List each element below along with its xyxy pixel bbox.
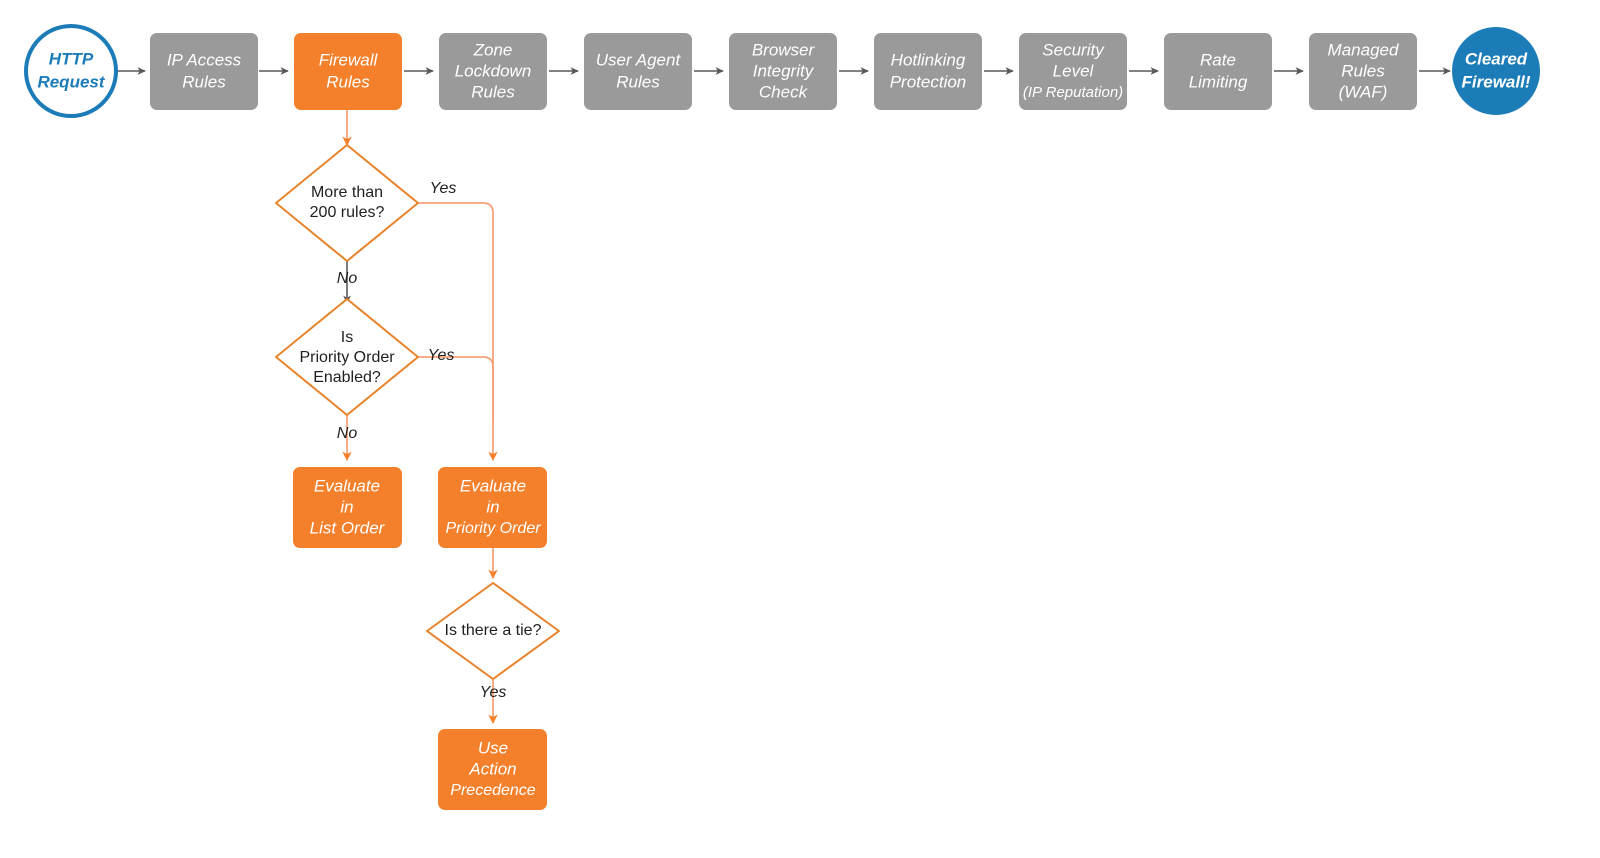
cleared-firewall-label-line-1: Cleared <box>1465 49 1528 68</box>
firewall-rules-label-line-1: Firewall <box>319 50 379 69</box>
zone-lockdown-rules-label-line-2: Lockdown <box>455 61 532 80</box>
evaluate-in-list-order-label-line-1: Evaluate <box>314 476 380 495</box>
managed-rules-waf-box <box>1309 33 1417 110</box>
edge-label-priority-order-yes: Yes <box>428 347 455 364</box>
managed-rules-waf-label-line-2: Rules <box>1341 61 1385 80</box>
connector-more-than-200-yes-to-evaluate-priority-order <box>418 202 498 461</box>
node-firewall-rules[interactable]: Firewall Rules <box>294 33 402 110</box>
cleared-firewall-label-line-2: Firewall! <box>1462 72 1531 91</box>
user-agent-rules-label-line-1: User Agent <box>596 50 682 69</box>
firewall-rules-box <box>294 33 402 110</box>
connector-priority-order-yes-to-trunk <box>418 356 494 420</box>
evaluate-in-priority-order-label-line-2: in <box>486 497 499 516</box>
security-level-label-line-3: (IP Reputation) <box>1023 84 1123 101</box>
evaluate-in-priority-order-label-line-3: Priority Order <box>445 520 541 537</box>
user-agent-rules-box <box>584 33 692 110</box>
browser-integrity-check-box <box>729 33 837 110</box>
edge-label-priority-order-no: No <box>337 425 358 442</box>
hotlinking-protection-label-line-1: Hotlinking <box>891 50 966 69</box>
node-more-than-200-rules[interactable]: More than 200 rules? <box>275 144 419 262</box>
use-action-precedence-label-line-1: Use <box>478 738 508 757</box>
node-cleared-firewall[interactable]: Cleared Firewall! <box>1452 27 1540 115</box>
node-evaluate-in-priority-order[interactable]: Evaluate in Priority Order <box>438 467 547 548</box>
node-managed-rules-waf[interactable]: Managed Rules (WAF) <box>1309 33 1417 110</box>
http-request-circle <box>24 24 118 118</box>
browser-integrity-check-label-line-1: Browser <box>752 40 816 59</box>
security-level-box <box>1019 33 1127 110</box>
node-is-there-a-tie[interactable]: Is there a tie? <box>426 582 560 680</box>
node-hotlinking-protection[interactable]: Hotlinking Protection <box>874 33 982 110</box>
edge-label-more-than-200-yes: Yes <box>430 180 457 197</box>
evaluate-in-list-order-label-line-3: List Order <box>310 518 386 537</box>
use-action-precedence-label-line-2: Action <box>468 759 516 778</box>
node-ip-access-rules[interactable]: IP Access Rules <box>150 33 258 110</box>
rate-limiting-label-line-2: Limiting <box>1189 72 1248 91</box>
branch-connectors <box>342 110 498 724</box>
more-than-200-rules-label-line-2: 200 rules? <box>310 204 385 221</box>
zone-lockdown-rules-label-line-1: Zone <box>473 40 513 59</box>
node-zone-lockdown-rules[interactable]: Zone Lockdown Rules <box>439 33 547 110</box>
node-browser-integrity-check[interactable]: Browser Integrity Check <box>729 33 837 110</box>
rate-limiting-box <box>1164 33 1272 110</box>
use-action-precedence-box <box>438 729 547 810</box>
hotlinking-protection-box <box>874 33 982 110</box>
evaluate-in-list-order-label-line-2: in <box>340 497 353 516</box>
evaluate-in-priority-order-box <box>438 467 547 548</box>
is-priority-order-enabled-label-line-3: Enabled? <box>313 369 381 386</box>
zone-lockdown-rules-box <box>439 33 547 110</box>
node-http-request[interactable]: HTTP Request <box>24 24 118 118</box>
browser-integrity-check-label-line-2: Integrity <box>753 61 815 80</box>
node-user-agent-rules[interactable]: User Agent Rules <box>584 33 692 110</box>
browser-integrity-check-label-line-3: Check <box>759 82 809 101</box>
is-there-a-tie-label-line-1: Is there a tie? <box>445 622 542 639</box>
more-than-200-rules-label-line-1: More than <box>311 184 383 201</box>
node-is-priority-order-enabled[interactable]: Is Priority Order Enabled? <box>275 298 419 416</box>
evaluate-in-list-order-box <box>293 467 402 548</box>
node-security-level[interactable]: Security Level (IP Reputation) <box>1019 33 1127 110</box>
hotlinking-protection-label-line-2: Protection <box>890 72 967 91</box>
firewall-rules-label-line-2: Rules <box>326 72 370 91</box>
http-request-label-line-1: HTTP <box>49 49 94 68</box>
is-priority-order-enabled-label-line-2: Priority Order <box>299 349 395 366</box>
edge-labels: Yes No Yes No Yes <box>337 180 507 701</box>
zone-lockdown-rules-label-line-3: Rules <box>471 82 515 101</box>
security-level-label-line-2: Level <box>1053 61 1095 80</box>
rate-limiting-label-line-1: Rate <box>1200 50 1236 69</box>
ip-access-rules-label-line-2: Rules <box>182 72 226 91</box>
managed-rules-waf-label-line-3: (WAF) <box>1339 82 1388 101</box>
security-level-label-line-1: Security <box>1042 40 1105 59</box>
edge-label-more-than-200-no: No <box>337 270 358 287</box>
edge-label-is-there-a-tie-yes: Yes <box>480 684 507 701</box>
managed-rules-waf-label-line-1: Managed <box>1328 40 1399 59</box>
user-agent-rules-label-line-2: Rules <box>616 72 660 91</box>
is-there-a-tie-diamond <box>426 582 560 680</box>
node-use-action-precedence[interactable]: Use Action Precedence <box>438 729 547 810</box>
node-evaluate-in-list-order[interactable]: Evaluate in List Order <box>293 467 402 548</box>
cleared-firewall-circle <box>1452 27 1540 115</box>
ip-access-rules-box <box>150 33 258 110</box>
evaluate-in-priority-order-label-line-1: Evaluate <box>460 476 526 495</box>
is-priority-order-enabled-label-line-1: Is <box>341 329 353 346</box>
more-than-200-rules-diamond <box>275 144 419 262</box>
http-request-label-line-2: Request <box>37 72 105 91</box>
use-action-precedence-label-line-3: Precedence <box>450 782 535 799</box>
node-rate-limiting[interactable]: Rate Limiting <box>1164 33 1272 110</box>
is-priority-order-enabled-diamond <box>275 298 419 416</box>
ip-access-rules-label-line-1: IP Access <box>167 50 242 69</box>
